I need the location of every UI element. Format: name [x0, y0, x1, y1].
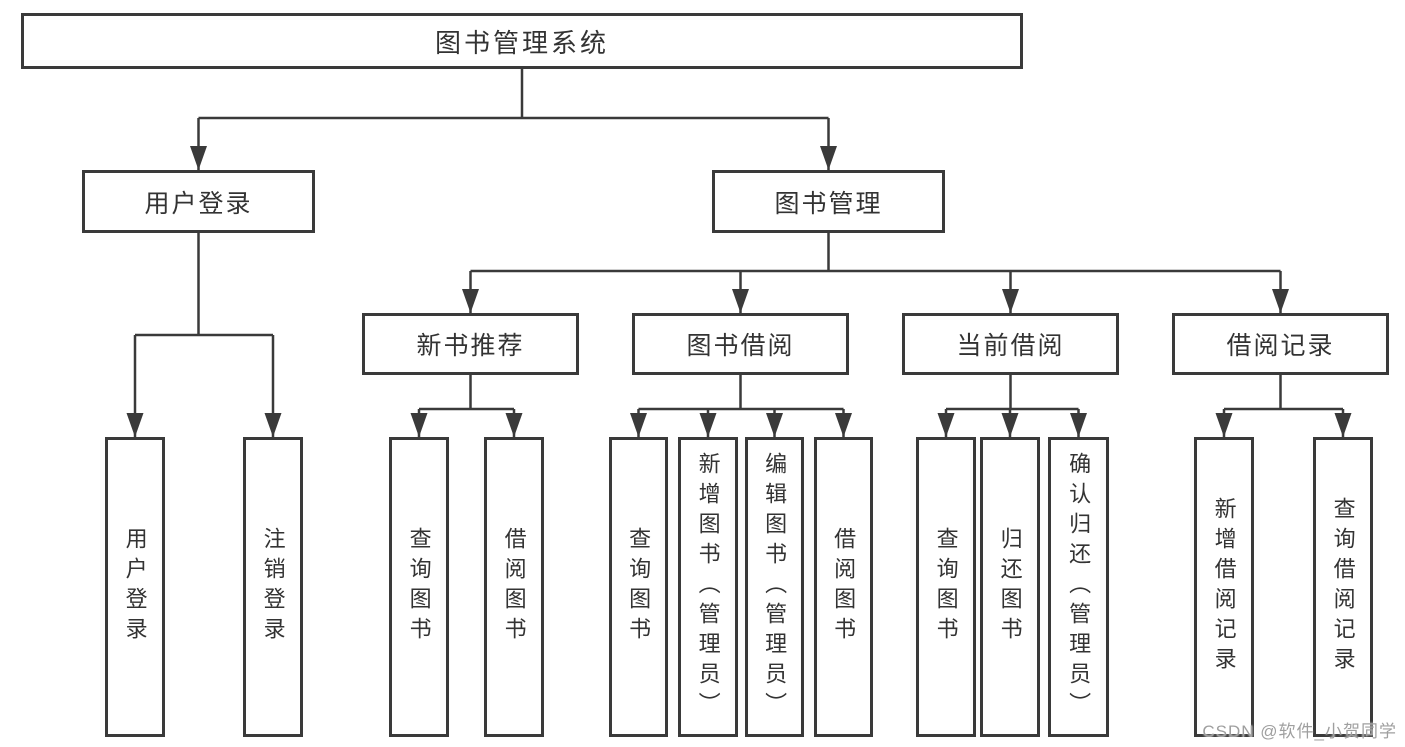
leaf-edit-books-admin: 编辑图书（管理员）: [745, 437, 804, 737]
connector-root-bus: [198, 69, 829, 120]
leaf-return-books-label: 归还图书: [997, 527, 1023, 647]
leaf-add-borrow-record-label: 新增借阅记录: [1211, 497, 1237, 677]
leaf-query-books-nb: 查询图书: [389, 437, 449, 737]
node-current-borrow-label: 当前借阅: [956, 332, 1065, 360]
connector-book-mgmt-bus: [470, 233, 1281, 273]
leaf-add-borrow-record: 新增借阅记录: [1194, 437, 1254, 737]
leaf-user-login: 用户登录: [105, 437, 165, 737]
node-book-borrow: 图书借阅: [632, 313, 849, 375]
leaf-query-books-bb-label: 查询图书: [626, 527, 652, 647]
leaf-confirm-return-admin-label: 确认归还（管理员）: [1066, 452, 1092, 722]
leaf-add-books-admin: 新增图书（管理员）: [678, 437, 738, 737]
leaf-query-books-cb-label: 查询图书: [933, 527, 959, 647]
leaf-edit-books-admin-label: 编辑图书（管理员）: [762, 452, 788, 722]
leaf-return-books: 归还图书: [980, 437, 1040, 737]
node-book-management-label: 图书管理: [774, 189, 883, 218]
connector-user-login-bus: [135, 233, 273, 337]
leaf-query-books-nb-label: 查询图书: [406, 527, 432, 647]
leaf-logout: 注销登录: [243, 437, 303, 737]
leaf-logout-label: 注销登录: [260, 527, 286, 647]
leaf-user-login-label: 用户登录: [122, 527, 148, 647]
leaf-query-borrow-record-label: 查询借阅记录: [1330, 497, 1356, 677]
node-user-login-label: 用户登录: [144, 189, 253, 218]
connector-book-borrow-bus: [638, 375, 844, 411]
node-new-book-recommend: 新书推荐: [362, 313, 579, 375]
leaf-borrow-books-bb: 借阅图书: [814, 437, 873, 737]
leaf-query-books-cb: 查询图书: [916, 437, 976, 737]
node-borrow-record: 借阅记录: [1172, 313, 1389, 375]
leaf-borrow-books-bb-label: 借阅图书: [831, 527, 857, 647]
leaf-borrow-books-nb-label: 借阅图书: [501, 527, 527, 647]
connector-current-borrow-bus: [946, 375, 1079, 411]
leaf-borrow-books-nb: 借阅图书: [484, 437, 544, 737]
node-book-management: 图书管理: [712, 170, 945, 233]
leaf-confirm-return-admin: 确认归还（管理员）: [1048, 437, 1109, 737]
leaf-query-borrow-record: 查询借阅记录: [1313, 437, 1373, 737]
connector-borrow-record-bus: [1224, 375, 1343, 411]
node-current-borrow: 当前借阅: [902, 313, 1119, 375]
node-root: 图书管理系统: [21, 13, 1023, 69]
connector-new-book-rec-bus: [419, 375, 514, 411]
watermark-text: CSDN @软件_小贺同学: [1202, 722, 1397, 741]
node-borrow-record-label: 借阅记录: [1226, 332, 1335, 360]
node-new-book-recommend-label: 新书推荐: [416, 332, 525, 360]
leaf-query-books-bb: 查询图书: [609, 437, 668, 737]
node-user-login: 用户登录: [82, 170, 315, 233]
node-root-label: 图书管理系统: [434, 27, 609, 58]
node-book-borrow-label: 图书借阅: [686, 332, 795, 360]
leaf-add-books-admin-label: 新增图书（管理员）: [695, 452, 721, 722]
